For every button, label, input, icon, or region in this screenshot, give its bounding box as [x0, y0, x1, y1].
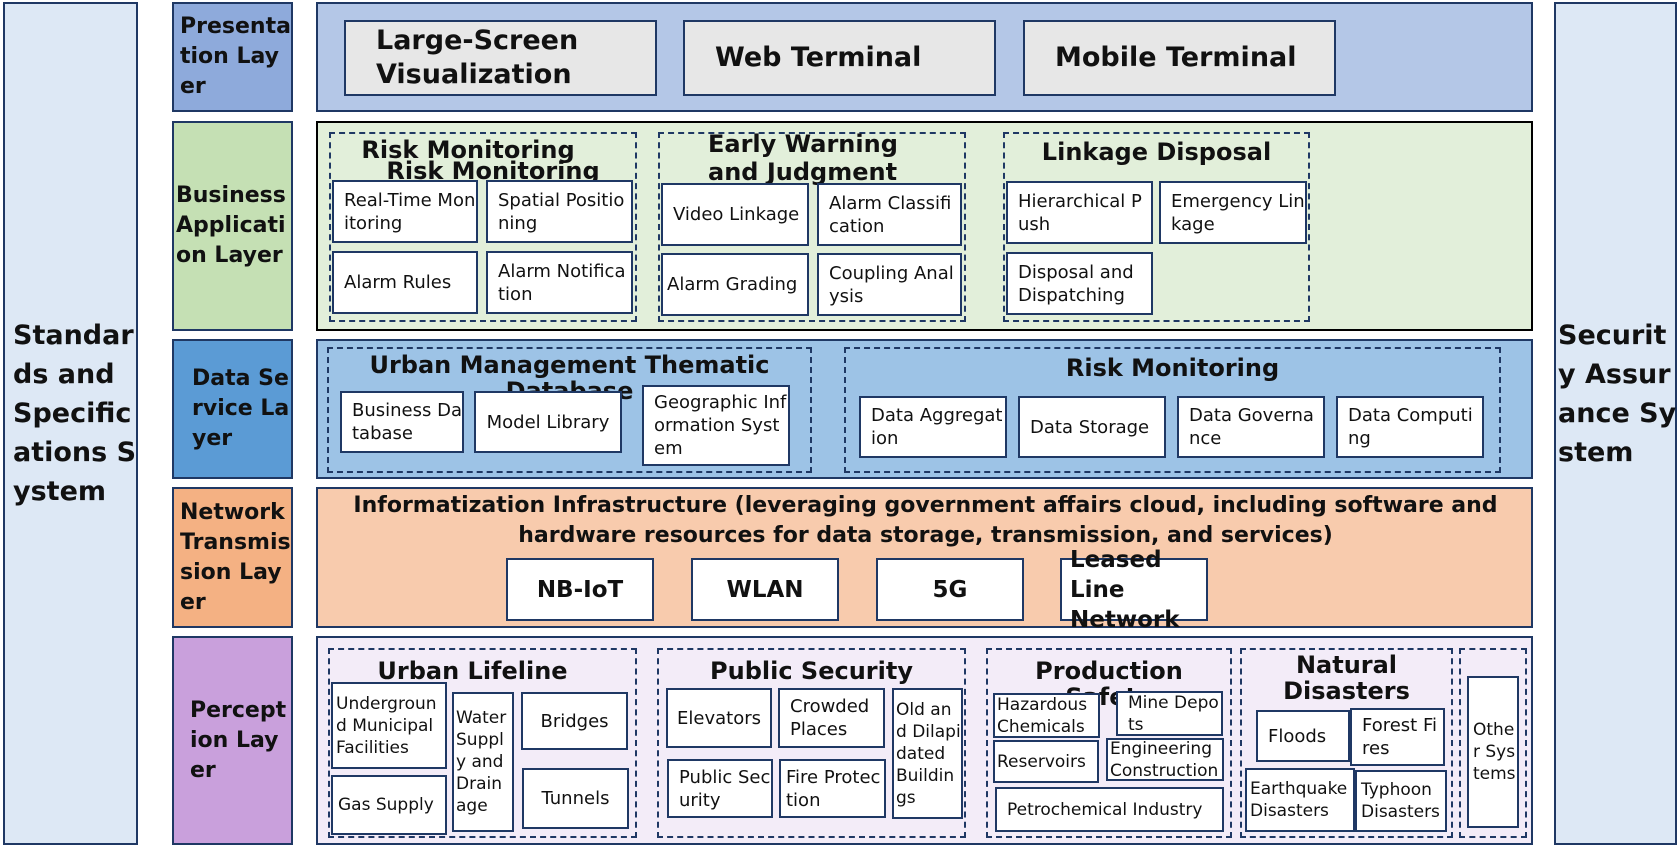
wlan: WLAN: [691, 558, 839, 621]
old-dilapidated-buildings: Old and Dilapidated Buildings: [892, 688, 963, 819]
public-security-group: Public Security Elevators Crowded Places…: [657, 648, 966, 838]
forest-fires: Forest Fires: [1350, 708, 1445, 766]
disposal-dispatching: Disposal and Dispatching: [1006, 252, 1153, 315]
fire-protection: Fire Protection: [779, 759, 886, 818]
underground-municipal-facilities: Underground Municipal Facilities: [331, 682, 447, 769]
engineering-construction: Engineering Construction: [1106, 738, 1224, 781]
natural-disasters-title: Natural Disasters: [1283, 651, 1410, 705]
geographic-information-system: Geographic Information System: [642, 385, 790, 466]
tunnels: Tunnels: [522, 768, 629, 829]
reservoirs: Reservoirs: [993, 740, 1099, 783]
urban-lifeline-group: Urban Lifeline Underground Municipal Fac…: [328, 648, 637, 838]
network-transmission-layer-panel: Informatization Infrastructure (leveragi…: [316, 487, 1533, 633]
presentation-layer-label: Presentation Layer: [172, 2, 293, 112]
large-screen-visualization: Large-Screen Visualization: [344, 20, 657, 96]
video-linkage: Video Linkage: [661, 183, 809, 246]
web-terminal: Web Terminal: [683, 20, 996, 96]
crowded-places: Crowded Places: [778, 688, 885, 748]
perception-layer-label: Perception Layer: [172, 636, 293, 845]
data-service-layer-label: Data Service Layer: [172, 339, 293, 479]
petrochemical-industry: Petrochemical Industry: [995, 787, 1224, 832]
alarm-grading: Alarm Grading: [661, 253, 809, 316]
linkage-disposal-title: Linkage Disposal: [1041, 138, 1272, 166]
security-assurance-label: Security Assurance System: [1558, 320, 1677, 468]
business-application-layer-label: Business Application Layer: [172, 121, 293, 331]
network-transmission-layer-label: Network Transmission Layer: [172, 487, 293, 628]
urban-lifeline-title: Urban Lifeline: [377, 657, 568, 685]
business-database: Business Database: [340, 391, 464, 453]
presentation-layer-panel: Large-Screen Visualization Web Terminal …: [316, 2, 1533, 112]
data-storage: Data Storage: [1018, 396, 1166, 458]
risk-monitoring-data-group: Risk Monitoring Data Aggregation Data St…: [844, 347, 1501, 473]
real-time-monitoring: Real-Time Monitoring: [332, 180, 478, 243]
early-warning-judgment-title: Early Warning and Judgment: [708, 130, 898, 186]
earthquake-disasters: Earthquake Disasters: [1245, 768, 1355, 832]
risk-monitoring-title-duplicate: Risk Monitoring: [386, 157, 600, 185]
risk-monitoring-data-title: Risk Monitoring: [1065, 354, 1280, 382]
water-supply-drainage: Water Supply and Drainage: [452, 692, 514, 832]
standards-specifications-panel: Standards and Specifications System: [3, 2, 138, 845]
coupling-analysis: Coupling Analysis: [817, 253, 962, 316]
risk-monitoring-title: Risk Monitoring: [361, 136, 575, 164]
linkage-disposal-group: Linkage Disposal Hierarchical Push Emerg…: [1003, 132, 1310, 322]
data-governance: Data Governance: [1177, 396, 1325, 458]
alarm-classification: Alarm Classification: [817, 183, 962, 246]
spatial-positioning: Spatial Positioning: [486, 180, 633, 243]
business-application-layer-panel: Risk Monitoring Risk Monitoring Real-Tim…: [316, 121, 1533, 331]
mobile-terminal: Mobile Terminal: [1023, 20, 1336, 96]
risk-monitoring-group: Risk Monitoring Risk Monitoring Real-Tim…: [329, 132, 637, 322]
mine-depots: Mine Depots: [1116, 691, 1223, 736]
typhoon-disasters: Typhoon Disasters: [1355, 770, 1447, 832]
other-systems: Other Systems: [1467, 676, 1519, 828]
urban-management-database-group: Urban Management Thematic Database Busin…: [327, 347, 812, 473]
production-safety-group: Production Safety Hazardous Chemicals Mi…: [986, 648, 1232, 838]
alarm-notification: Alarm Notification: [486, 251, 633, 314]
perception-layer-panel: Urban Lifeline Underground Municipal Fac…: [316, 636, 1533, 845]
other-systems-group: Other Systems: [1459, 648, 1527, 838]
informatization-infrastructure-title: Informatization Infrastructure (leveragi…: [353, 493, 1498, 548]
data-service-layer-panel: Urban Management Thematic Database Busin…: [316, 339, 1533, 479]
hazardous-chemicals: Hazardous Chemicals: [993, 693, 1100, 738]
elevators: Elevators: [666, 688, 772, 748]
alarm-rules: Alarm Rules: [332, 251, 478, 314]
public-security-item: Public Security: [667, 759, 773, 818]
floods: Floods: [1256, 710, 1350, 762]
early-warning-judgment-group: Early Warning and Judgment Video Linkage…: [658, 130, 966, 322]
gas-supply: Gas Supply: [331, 775, 447, 835]
hierarchical-push: Hierarchical Push: [1006, 181, 1153, 244]
emergency-linkage: Emergency Linkage: [1159, 181, 1307, 244]
bridges: Bridges: [521, 692, 628, 750]
data-computing: Data Computing: [1336, 396, 1484, 458]
public-security-title: Public Security: [710, 657, 913, 685]
model-library: Model Library: [474, 391, 622, 453]
leased-line-network: Leased Line Network: [1060, 547, 1208, 633]
security-assurance-panel: Security Assurance System: [1554, 2, 1677, 845]
standards-specifications-label: Standards and Specifications System: [13, 320, 137, 507]
5g: 5G: [876, 558, 1024, 621]
data-aggregation: Data Aggregation: [859, 396, 1007, 458]
nb-iot: NB-IoT: [506, 558, 654, 621]
natural-disasters-group: Natural Disasters Floods Forest Fires Ea…: [1240, 648, 1453, 838]
